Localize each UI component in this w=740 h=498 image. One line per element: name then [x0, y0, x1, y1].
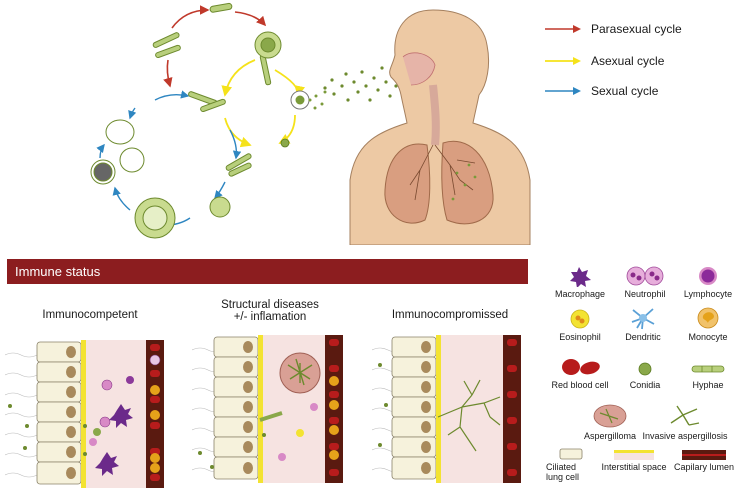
eosinophil-icon	[570, 309, 590, 329]
lymphocyte-icon	[699, 267, 717, 285]
parasexual-arrow	[163, 59, 173, 88]
panel-immunocompetent	[5, 340, 168, 488]
parasexual-arrow	[234, 11, 267, 27]
parasexual-arrow	[171, 5, 210, 29]
key-dendritic: Dendritic	[593, 306, 693, 342]
immune-status-banner: Immune status	[7, 259, 528, 284]
conidia-aerosol	[308, 90, 327, 110]
macrophage-icon	[570, 267, 591, 287]
legend-asexual-label: Asexual cycle	[591, 54, 665, 68]
conidiophore	[254, 31, 282, 86]
asexual-arrow-icon	[545, 56, 581, 66]
hyphae-icon	[691, 365, 725, 373]
legend-parasexual-label: Parasexual cycle	[591, 22, 682, 36]
panel-title-structural: Structural diseases +/- inflamation	[221, 299, 319, 323]
neutrophil-icon	[626, 266, 664, 286]
key-aspergilloma: Aspergilloma	[560, 403, 660, 441]
key-hyphae: Hyphae	[658, 360, 740, 390]
key-conidia: Conidia	[595, 360, 695, 390]
key-capillary-lumen: Capilary lumen	[670, 450, 738, 472]
basement-membrane	[81, 340, 86, 488]
panel-title-immunocompetent: Immunocompetent	[42, 309, 138, 321]
human-lungs-illustration	[349, 9, 531, 245]
monocyte-icon	[697, 307, 719, 329]
key-macrophage: Macrophage	[530, 265, 630, 299]
asexual-arrow	[274, 69, 306, 97]
right-lung	[441, 140, 494, 225]
red-blood-cell-icon	[562, 359, 600, 375]
key-neutrophil: Neutrophil	[595, 265, 695, 299]
invasive-aspergillosis-icon	[670, 405, 700, 426]
key-monocyte: Monocyte	[658, 306, 740, 342]
legend-parasexual: Parasexual cycle	[545, 22, 682, 36]
asexual-arrow	[224, 117, 252, 148]
interstitial-space-icon	[614, 450, 654, 460]
dendritic-icon	[631, 308, 655, 330]
aspergilloma-icon	[593, 404, 627, 428]
sexual-arrow	[229, 129, 242, 160]
legend-sexual: Sexual cycle	[545, 84, 658, 98]
key-interstitial-space: Interstitial space	[598, 450, 670, 472]
sexual-arrow	[128, 107, 137, 120]
sexual-arrow	[214, 181, 226, 200]
sexual-arrow	[96, 143, 105, 159]
key-invasive-aspergillosis: Invasive aspergillosis	[630, 403, 740, 441]
panel-title-immunocompromised: Immunocompromissed	[391, 309, 509, 321]
panel-immunocompromised	[372, 335, 521, 483]
ascus-structures	[90, 119, 231, 239]
invasive-hyphae	[437, 379, 501, 452]
sexual-arrow	[154, 90, 190, 101]
key-lymphocyte: Lymphocyte	[658, 265, 740, 299]
key-red-blood-cell: Red blood cell	[530, 356, 630, 390]
sexual-arrow	[112, 186, 131, 211]
sexual-arrow-icon	[545, 86, 581, 96]
ciliated-lung-cell-icon	[559, 448, 583, 460]
conidia-spray	[323, 66, 398, 102]
panel-structural-diseases	[192, 335, 343, 483]
fungal-life-cycle-diagram	[90, 2, 327, 239]
conidia-icon	[638, 362, 652, 376]
capillary-lumen-icon	[682, 450, 726, 460]
legend-asexual: Asexual cycle	[545, 54, 664, 68]
hyphae-fragments	[152, 2, 252, 177]
parasexual-arrow-icon	[545, 24, 581, 34]
legend-sexual-label: Sexual cycle	[591, 84, 659, 98]
asexual-arrow	[278, 114, 296, 144]
asexual-arrow	[221, 59, 256, 97]
key-eosinophil: Eosinophil	[530, 308, 630, 342]
trachea	[429, 84, 440, 146]
key-ciliated-lung-cell: Ciliated lung cell	[546, 448, 596, 482]
left-lung	[384, 143, 431, 224]
